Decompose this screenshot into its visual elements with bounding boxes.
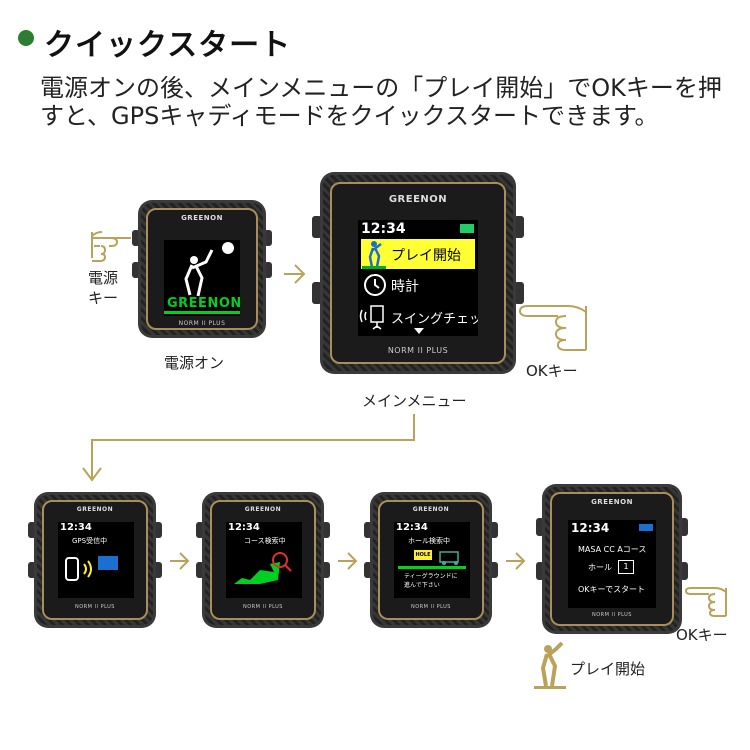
- battery-icon: [639, 524, 653, 531]
- hole-message: ティーグラウンドに 進んで下さい: [404, 573, 458, 589]
- map-search-icon: [234, 552, 292, 584]
- watch-side-button: [264, 262, 272, 278]
- hole-sign: HOLE: [414, 550, 432, 560]
- watch-brand: GREENON: [388, 194, 448, 205]
- main-menu-caption: メインメニュー: [362, 392, 467, 410]
- arrow-right-icon: [284, 264, 306, 284]
- watch-side-button: [514, 282, 524, 304]
- watch-brand: GREENON: [76, 506, 114, 513]
- gps-signal-icon: [65, 556, 118, 581]
- menu-item-swing-label[interactable]: スイングチェック: [391, 312, 478, 327]
- watch-screen-start: 12:34 MASA CC Aコース ホール 1 OKキーでスタート: [568, 520, 656, 608]
- arrow-right-icon: [170, 552, 190, 570]
- watch-screen-course: 12:34 コース検索中: [226, 522, 302, 598]
- watch-screen-hole: 12:34 ホール検索中 HOLE ティーグラウンドに 進んで下さい: [394, 522, 470, 598]
- watch-side-button: [264, 230, 272, 246]
- watch-side-button: [132, 230, 140, 246]
- watch-model: NORM II PLUS: [387, 346, 449, 355]
- watch-power-on: GREENON GREENON NORM II PLUS: [132, 200, 272, 338]
- watch-side-button: [312, 216, 322, 238]
- watch-brand: GREENON: [244, 506, 282, 513]
- ok-key-label: OKキー: [526, 362, 578, 380]
- watch-hole-search: GREENON 12:34 ホール検索中 HOLE ティーグラウンドに 進んで下…: [364, 492, 498, 628]
- golfer-silhouette-icon: [534, 642, 566, 689]
- intro-text: 電源オンの後、メインメニューの「プレイ開始」でOKキーを押すと、GPSキャディモ…: [40, 74, 722, 130]
- hole-status-text: ホール検索中: [408, 537, 450, 545]
- watch-model: NORM II PLUS: [592, 612, 632, 618]
- power-key-label: 電源 キー: [88, 269, 119, 307]
- screen-clock: 12:34: [396, 522, 428, 533]
- power-on-caption: 電源オン: [164, 354, 225, 372]
- watch-side-button: [132, 262, 140, 278]
- hole-number-box[interactable]: 1: [618, 560, 634, 574]
- arrow-right-icon: [506, 552, 526, 570]
- golfer-icon: [362, 241, 386, 269]
- golf-cart-icon: [439, 551, 459, 565]
- watch-main-menu: GREENON 12:34 プレイ開始 時計 スイングチェック NORM II …: [312, 172, 524, 374]
- screen-clock: 12:34: [60, 522, 92, 533]
- watch-side-button: [514, 216, 524, 238]
- watch-model: NORM II PLUS: [178, 320, 226, 327]
- screen-clock: 12:34: [361, 221, 406, 237]
- menu-item-play-label: プレイ開始: [391, 248, 461, 264]
- course-status-text: コース検索中: [244, 537, 286, 545]
- watch-brand: GREENON: [181, 214, 223, 222]
- watch-screen-gps: 12:34 GPS受信中: [58, 522, 134, 598]
- watch-side-button: [312, 282, 322, 304]
- screen-clock: 12:34: [571, 521, 610, 535]
- swing-check-icon: [359, 305, 384, 330]
- menu-item-clock-label[interactable]: 時計: [391, 279, 419, 295]
- ok-start-text: OKキーでスタート: [578, 585, 646, 594]
- watch-model: NORM II PLUS: [411, 604, 451, 610]
- ground-line: [398, 566, 466, 569]
- pointing-hand-icon: [518, 305, 587, 351]
- page-title: クイックスタート: [44, 28, 292, 63]
- screen-clock: 12:34: [228, 522, 260, 533]
- arrow-right-icon: [338, 552, 358, 570]
- watch-gps-receiving: GREENON 12:34 GPS受信中 NORM II PLUS: [28, 492, 162, 628]
- gps-status-text: GPS受信中: [72, 537, 108, 545]
- ok-key-label-2: OKキー: [676, 626, 728, 644]
- watch-brand: GREENON: [591, 498, 633, 506]
- battery-icon: [460, 224, 474, 233]
- golfer-silhouette-icon: [184, 242, 234, 297]
- menu-item-play-highlight[interactable]: プレイ開始: [361, 239, 475, 269]
- scroll-down-icon: [414, 328, 424, 334]
- pointing-hand-icon: [684, 587, 727, 617]
- watch-screen-menu: 12:34 プレイ開始 時計 スイングチェック: [358, 220, 478, 336]
- splash-logo: GREENON: [167, 296, 240, 311]
- connector-arrow-icon: [82, 414, 415, 482]
- watch-start-ready: GREENON 12:34 MASA CC Aコース ホール 1 OKキーでスタ…: [536, 484, 688, 634]
- heading-bullet: [18, 30, 34, 46]
- watch-screen-splash: GREENON: [164, 240, 240, 316]
- hole-label: ホール: [588, 563, 612, 572]
- watch-brand: GREENON: [412, 506, 450, 513]
- watch-model: NORM II PLUS: [75, 604, 115, 610]
- watch-model: NORM II PLUS: [243, 604, 283, 610]
- clock-icon: [364, 274, 386, 296]
- watch-course-search: GREENON 12:34 コース検索中 NORM II PLUS: [196, 492, 330, 628]
- play-start-label: プレイ開始: [570, 660, 646, 678]
- course-name: MASA CC Aコース: [578, 545, 647, 554]
- pointing-hand-icon: [91, 231, 131, 262]
